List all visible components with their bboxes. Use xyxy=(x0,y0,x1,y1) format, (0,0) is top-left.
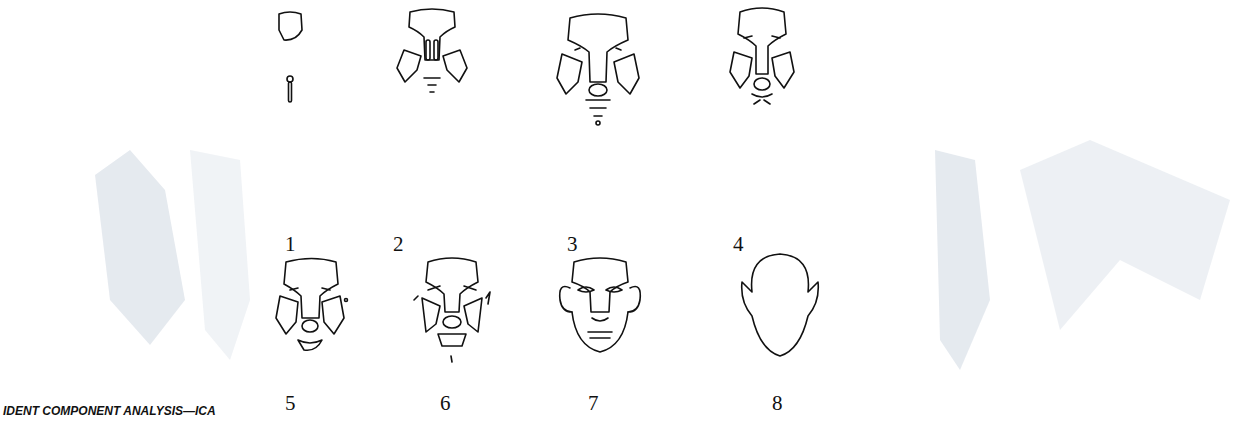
face-sketch-4 xyxy=(730,8,794,104)
section-heading: IDENT COMPONENT ANALYSIS—ICA xyxy=(3,404,216,418)
face-sketch-7 xyxy=(560,258,641,352)
figure-number: 7 xyxy=(588,391,599,415)
face-sketch-6 xyxy=(414,258,490,362)
figure-number: 2 xyxy=(393,232,404,256)
figure-number: 6 xyxy=(440,391,451,415)
face-sketch-3 xyxy=(557,14,639,125)
figure-number: 5 xyxy=(285,391,296,415)
face-sketch-5 xyxy=(276,259,348,351)
figure-number: 4 xyxy=(733,232,744,256)
figure-number: 8 xyxy=(772,391,783,415)
face-sketch-2 xyxy=(397,9,467,92)
figure-number: 3 xyxy=(567,232,578,256)
watermark-shapes xyxy=(95,140,1230,370)
figure-number: 1 xyxy=(285,232,296,256)
face-sketch-1 xyxy=(279,12,302,102)
face-sketch-8 xyxy=(742,254,819,356)
